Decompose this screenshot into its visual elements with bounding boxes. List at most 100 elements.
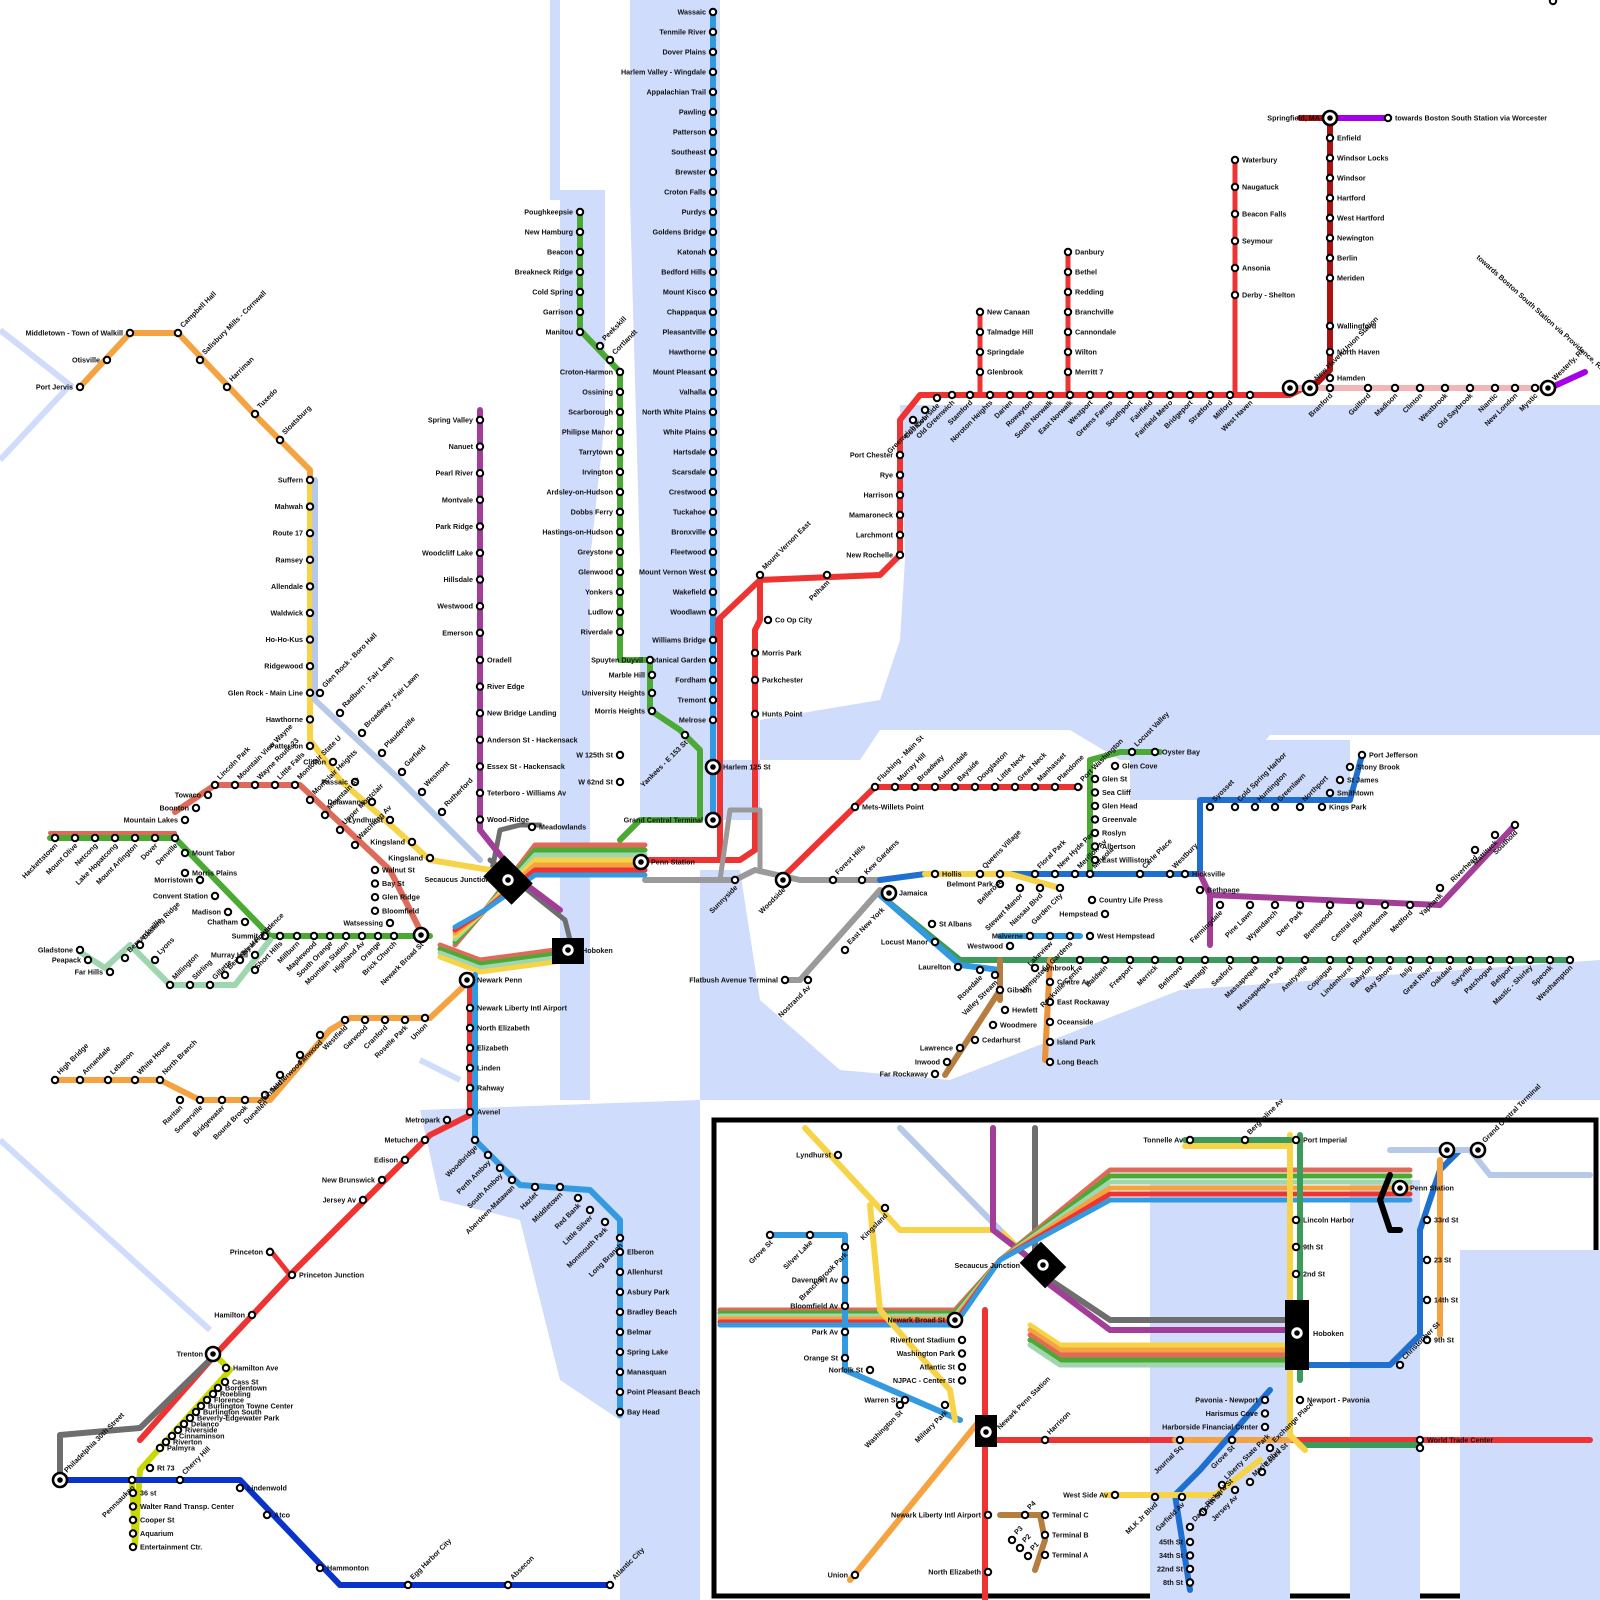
station-marker[interactable] (1232, 265, 1238, 271)
station-marker[interactable] (379, 750, 385, 756)
station-marker[interactable] (710, 677, 716, 683)
station-marker[interactable] (710, 29, 716, 35)
station-marker[interactable] (1262, 1397, 1268, 1403)
station-marker[interactable] (1065, 309, 1071, 315)
station-marker[interactable] (617, 1235, 623, 1241)
station-marker[interactable] (307, 743, 313, 749)
station-marker[interactable] (132, 835, 138, 841)
station-marker[interactable] (182, 850, 188, 856)
station-marker[interactable] (112, 835, 118, 841)
station-marker[interactable] (710, 429, 716, 435)
station-marker[interactable] (1467, 385, 1473, 391)
station-marker[interactable] (1217, 902, 1223, 908)
station-marker[interactable] (343, 933, 349, 939)
station-marker[interactable] (897, 472, 903, 478)
station-marker[interactable] (172, 835, 178, 841)
station-marker[interactable] (647, 657, 653, 663)
station-marker[interactable] (307, 663, 313, 669)
station-marker[interactable] (477, 657, 483, 663)
station-marker[interactable] (467, 1045, 473, 1051)
station-marker[interactable] (1424, 1297, 1430, 1303)
station-marker[interactable] (1102, 911, 1108, 917)
station-marker[interactable] (372, 867, 378, 873)
station-marker[interactable] (477, 710, 483, 716)
station-marker[interactable] (237, 1485, 243, 1491)
station-marker[interactable] (505, 1582, 511, 1588)
station-marker[interactable] (1437, 885, 1443, 891)
station-marker[interactable] (1327, 323, 1333, 329)
station-marker[interactable] (1092, 803, 1098, 809)
station-marker[interactable] (1179, 1494, 1185, 1500)
station-marker[interactable] (1293, 1217, 1299, 1223)
station-marker[interactable] (427, 855, 433, 861)
station-marker[interactable] (1067, 933, 1073, 939)
station-marker[interactable] (617, 629, 623, 635)
station-marker[interactable] (1302, 957, 1308, 963)
station-marker[interactable] (577, 269, 583, 275)
station-marker[interactable] (1327, 385, 1333, 391)
station-marker[interactable] (1327, 235, 1333, 241)
station-marker[interactable] (987, 392, 993, 398)
station-marker[interactable] (617, 589, 623, 595)
station-marker[interactable] (1042, 1532, 1048, 1538)
station-marker[interactable] (1087, 933, 1093, 939)
station-marker[interactable] (1032, 784, 1038, 790)
station-marker[interactable] (985, 1569, 991, 1575)
station-marker[interactable] (1417, 1445, 1423, 1451)
station-marker[interactable] (1047, 979, 1053, 985)
station-marker[interactable] (382, 1017, 388, 1023)
station-marker[interactable] (617, 369, 623, 375)
station-marker[interactable] (72, 835, 78, 841)
station-marker[interactable] (439, 809, 445, 815)
station-marker[interactable] (842, 1329, 848, 1335)
station-marker[interactable] (732, 877, 738, 883)
station-marker[interactable] (1347, 764, 1353, 770)
station-marker[interactable] (842, 1277, 848, 1283)
station-marker[interactable] (1359, 752, 1365, 758)
station-marker[interactable] (1327, 155, 1333, 161)
station-marker[interactable] (710, 697, 716, 703)
station-marker[interactable] (959, 1377, 965, 1383)
station-marker[interactable] (272, 782, 278, 788)
station-marker[interactable] (477, 603, 483, 609)
station-marker[interactable] (422, 1137, 428, 1143)
station-marker[interactable] (710, 569, 716, 575)
station-marker[interactable] (359, 933, 365, 939)
station-marker[interactable] (307, 530, 313, 536)
station-marker[interactable] (649, 690, 655, 696)
station-marker[interactable] (337, 827, 343, 833)
station-marker[interactable] (757, 572, 763, 578)
station-marker[interactable] (1487, 957, 1493, 963)
station-marker[interactable] (1089, 897, 1095, 903)
station-marker[interactable] (157, 1077, 163, 1083)
station-marker[interactable] (1047, 1059, 1053, 1065)
station-marker[interactable] (175, 330, 181, 336)
station-marker[interactable] (1007, 392, 1013, 398)
station-marker[interactable] (1527, 957, 1533, 963)
station-marker[interactable] (897, 1402, 903, 1408)
station-marker[interactable] (932, 939, 938, 945)
station-marker[interactable] (1327, 275, 1333, 281)
station-marker[interactable] (1232, 1487, 1238, 1493)
station-marker[interactable] (959, 1337, 965, 1343)
station-marker[interactable] (1187, 1579, 1193, 1585)
station-marker[interactable] (577, 229, 583, 235)
station-marker[interactable] (997, 871, 1003, 877)
station-marker[interactable] (1507, 957, 1513, 963)
station-marker[interactable] (1022, 1512, 1028, 1518)
station-marker[interactable] (1297, 804, 1303, 810)
station-marker[interactable] (477, 737, 483, 743)
station-marker[interactable] (224, 384, 230, 390)
station-marker[interactable] (1072, 871, 1078, 877)
station-marker[interactable] (929, 921, 935, 927)
station-marker[interactable] (130, 1544, 136, 1550)
station-marker[interactable] (130, 1530, 136, 1536)
station-marker[interactable] (1397, 1362, 1403, 1368)
station-marker[interactable] (842, 1244, 848, 1250)
station-marker[interactable] (322, 812, 328, 818)
station-marker[interactable] (710, 637, 716, 643)
station-marker[interactable] (897, 452, 903, 458)
station-marker[interactable] (649, 708, 655, 714)
station-marker[interactable] (617, 1389, 623, 1395)
station-marker[interactable] (617, 1269, 623, 1275)
